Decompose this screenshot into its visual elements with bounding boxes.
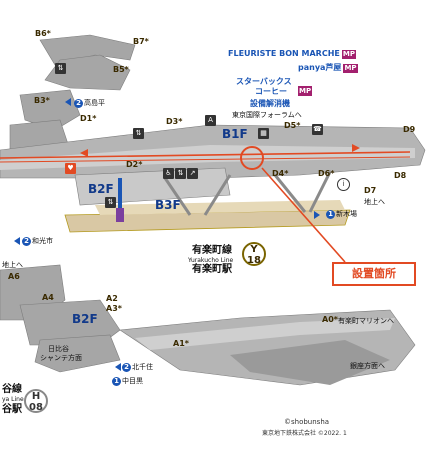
- exit-d5: D5*: [284, 121, 301, 130]
- b2f-link: [116, 178, 124, 222]
- exit-d2: D2*: [126, 160, 143, 169]
- panya-text: panya芦屋: [298, 63, 342, 72]
- red-direction-arrows: [80, 144, 360, 157]
- exit-a3: A3*: [106, 304, 122, 313]
- mp-badge-3: MP: [298, 86, 313, 96]
- exit-a1: A1*: [173, 339, 189, 348]
- copyright: 東京地下鉄株式会社 ©2022. 1: [262, 430, 347, 437]
- floor-b2f-bottom: B2F: [72, 312, 98, 326]
- exit-d3: D3*: [166, 117, 183, 126]
- installation-location-callout: 設置箇所: [332, 262, 416, 286]
- elevator-icon-4: ⇅: [133, 128, 144, 139]
- tokyo-forum-label: 東京国際フォーラムへ: [232, 111, 302, 119]
- blue-arrows: [14, 98, 320, 371]
- escalator-supports: [163, 171, 332, 216]
- starbucks-label-2: コーヒー: [255, 87, 287, 96]
- dir-chijoue-left: 地上へ: [2, 261, 23, 269]
- phone-icon: ☎: [312, 124, 323, 135]
- nakameguro-text: 中目黒: [122, 377, 143, 385]
- exit-b6: B6*: [35, 29, 51, 38]
- mp-badge-1: MP: [341, 50, 356, 59]
- wakoshi-text: 和光市: [32, 237, 53, 245]
- elevator-icon-2: ⇅: [55, 63, 66, 74]
- kitasenju-text: 北千住: [132, 363, 153, 371]
- num-badge-shinkiba: 1: [326, 210, 335, 219]
- dir-hibiya-2: シャンテ方面: [40, 354, 82, 362]
- coin-locker-icon: ▦: [258, 128, 269, 139]
- exit-d8: D8: [394, 171, 407, 180]
- atm-icon: A: [205, 115, 216, 126]
- num-badge-wakoshi: 2: [22, 237, 31, 246]
- dir-chijoue-top: 地上へ: [364, 198, 385, 206]
- fleuriste-text: FLEURISTE BON MARCHE: [228, 49, 340, 58]
- hibiya-name-jp: 谷駅: [2, 404, 22, 415]
- hibiya-line-jp: 谷線: [2, 384, 22, 395]
- mp-badge-2: MP: [343, 64, 358, 73]
- badge-h-letter: H: [31, 391, 41, 402]
- elevator-icon: ⇅: [175, 168, 186, 179]
- badge-y-letter: Y: [250, 244, 258, 255]
- station-name-jp: 有楽町駅: [192, 264, 232, 275]
- num-badge-kitasenju: 2: [122, 363, 131, 372]
- callout-pointer: [240, 146, 346, 263]
- lower-left-passages: [0, 264, 121, 373]
- exit-a4: A4: [42, 293, 54, 302]
- exit-a6: A6: [8, 272, 20, 281]
- dir-hibiya-1: 日比谷: [48, 345, 69, 353]
- exit-d6: D6*: [318, 169, 335, 178]
- escalator-icon: ↗: [187, 168, 198, 179]
- floor-b2f-top: B2F: [88, 182, 114, 196]
- dir-mullion: 有楽町マリオンへ: [338, 317, 394, 325]
- exit-b3: B3*: [34, 96, 50, 105]
- takashimadaira-text: 高島平: [84, 99, 105, 107]
- num-badge-nakameguro: 1: [112, 377, 121, 386]
- exit-d9: D9: [403, 125, 416, 134]
- b1f-concourse: [0, 124, 426, 179]
- badge-y-number: 18: [247, 255, 261, 266]
- floor-b3f: B3F: [155, 198, 181, 212]
- info-icon: i: [337, 178, 350, 191]
- credit: ©shobunsha: [284, 418, 330, 426]
- lower-concourse: [119, 309, 416, 386]
- restroom-icon: ♿: [163, 168, 174, 179]
- exit-b7: B7*: [133, 37, 149, 46]
- aed-icon: ♥: [65, 163, 76, 174]
- station-line-jp: 有楽町線: [192, 245, 232, 256]
- ticket-office-label: 設備解消機: [250, 99, 290, 108]
- num-badge-takashimadaira: 2: [74, 99, 83, 108]
- b3f-platform: [64, 200, 351, 233]
- exit-d1: D1*: [80, 114, 97, 123]
- dir-ginza: 銀座方面へ: [350, 362, 385, 370]
- shinkiba-text: 新木場: [336, 210, 357, 218]
- station-line-en: Yurakucho Line: [188, 257, 234, 264]
- exit-a0: A0*: [322, 315, 338, 324]
- exit-b5: B5*: [113, 65, 129, 74]
- exit-a2: A2: [106, 294, 118, 303]
- hibiya-line-en: ya Line: [2, 396, 24, 403]
- exit-d7: D7: [364, 186, 377, 195]
- floor-b1f: B1F: [222, 127, 248, 141]
- badge-h-number: 08: [29, 402, 43, 413]
- elevator-icon-3: ⇅: [105, 197, 116, 208]
- starbucks-label-1: スターバックス: [236, 77, 292, 86]
- exit-d4: D4*: [272, 169, 289, 178]
